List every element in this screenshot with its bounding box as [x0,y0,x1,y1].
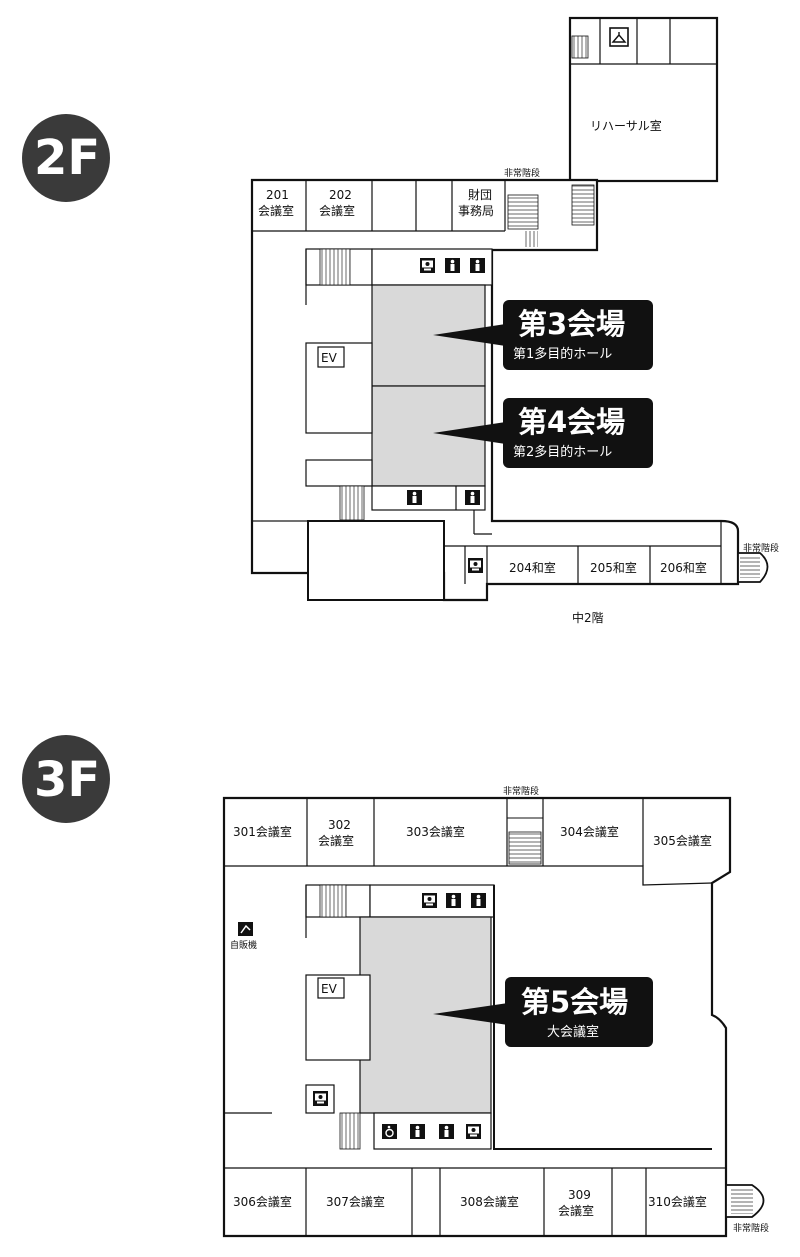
hall-5-subtitle: 大会議室 [547,1024,599,1040]
room-202-label: 会議室 [319,203,355,218]
rehearsal-label: リハーサル室 [590,118,662,133]
restroom-icon [407,490,422,505]
accessible-restroom-icon [382,1124,397,1139]
room-305-label: 305会議室 [653,833,712,848]
room-205-label: 205和室 [590,560,637,575]
baby-care-icon [468,558,483,573]
rehearsal-room [568,16,719,183]
emergency-stairs-label-east-2f: 非常階段 [743,542,779,554]
floor-badge-2f: 2F [22,114,110,202]
room-303-label: 303会議室 [406,824,465,839]
hall-4-callout: 第4会場 第2多目的ホール [433,398,653,468]
elevator-2f-label: EV [321,351,338,365]
room-206-label: 206和室 [660,560,707,575]
floor-badge-3f: 3F [22,735,110,823]
floor-badge-3f-label: 3F [34,752,100,808]
room-201-label: 会議室 [258,203,294,218]
emergency-stairs-label-east-3f: 非常階段 [733,1222,769,1234]
baby-care-icon [420,258,435,273]
restroom-icon [445,258,460,273]
room-202-num: 202 [329,188,352,202]
hall-4-title: 第4会場 [518,405,625,439]
room-302-label: 会議室 [318,833,354,848]
hall-3-callout: 第3会場 第1多目的ホール [433,300,653,370]
restroom-icon [410,1124,425,1139]
cloakroom-icon [609,27,629,47]
room-306-label: 306会議室 [233,1194,292,1209]
room-304-label: 304会議室 [560,824,619,839]
room-302-num: 302 [328,818,351,832]
emergency-stairs-label-north-2f: 非常階段 [504,167,540,179]
room-201-num: 201 [266,188,289,202]
restroom-icon [439,1124,454,1139]
hall-4-subtitle: 第2多目的ホール [513,444,612,460]
floor-2f: 2F リハーサル室 201 会議室 202 会議室 財団 事務局 非常階段 [22,16,779,625]
room-301-label: 301会議室 [233,824,292,839]
zaidan-label-1: 財団 [468,187,492,202]
hall-5-title: 第5会場 [521,985,628,1019]
floor-badge-2f-label: 2F [34,130,100,186]
floor-3f: 3F 非常階段 301会議室 302 会議室 303会議室 304会議室 305… [22,735,769,1238]
room-310-label: 310会議室 [648,1194,707,1209]
zaidan-label-2: 事務局 [458,204,494,218]
room-309-label: 会議室 [558,1203,594,1218]
restroom-icon [470,258,485,273]
elevator-3f [317,977,345,999]
mezzanine-label: 中2階 [572,610,604,625]
room-308-label: 308会議室 [460,1194,519,1209]
baby-care-icon [313,1091,328,1106]
room-309-num: 309 [568,1188,591,1202]
vending-machine-icon [238,922,253,936]
vending-label: 自販機 [230,939,257,951]
baby-care-icon [422,893,437,908]
room-307-label: 307会議室 [326,1194,385,1209]
restroom-icon [471,893,486,908]
hall-3-subtitle: 第1多目的ホール [513,346,612,362]
elevator-2f [317,346,345,368]
emergency-stairs-label-north-3f: 非常階段 [503,785,539,797]
room-204-label: 204和室 [509,560,556,575]
restroom-icon [446,893,461,908]
hall-5-callout: 第5会場 大会議室 [433,977,653,1047]
baby-care-icon [466,1124,481,1139]
restroom-icon [465,490,480,505]
elevator-3f-label: EV [321,982,338,996]
hall-3-title: 第3会場 [518,307,625,341]
